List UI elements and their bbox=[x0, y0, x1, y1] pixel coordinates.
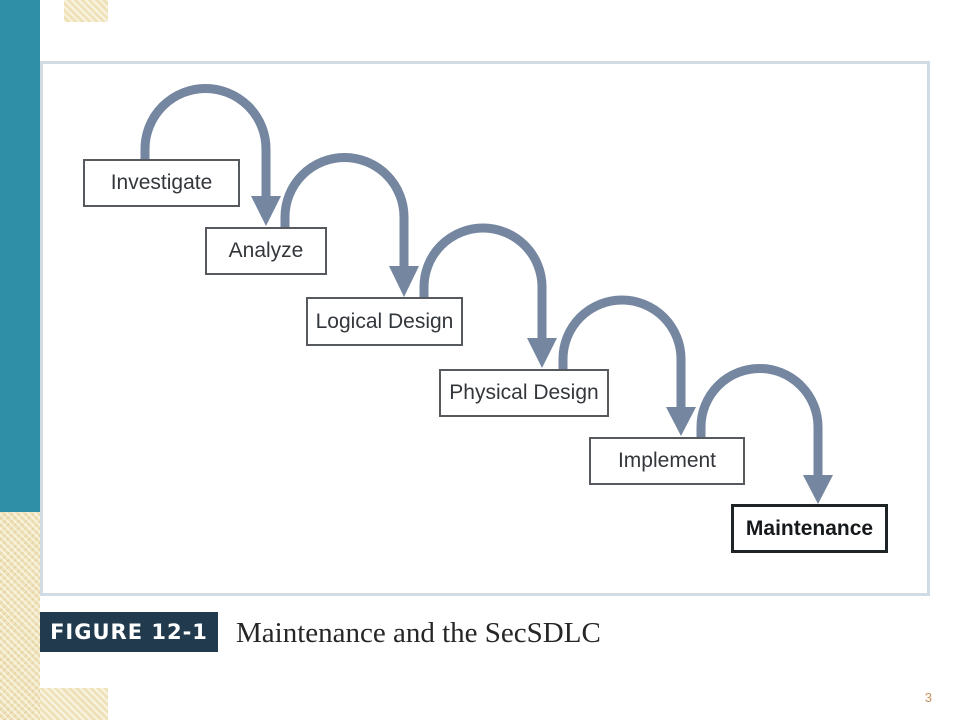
arrow-shaft bbox=[696, 364, 823, 477]
step-label: Physical Design bbox=[449, 381, 599, 404]
figure-number: FIGURE 12-1 bbox=[50, 620, 208, 644]
step-implement: Implement bbox=[589, 437, 745, 485]
step-label: Analyze bbox=[228, 239, 304, 262]
step-logical-design: Logical Design bbox=[306, 297, 463, 346]
arrow-analyze-to-logical-design bbox=[280, 153, 419, 297]
step-label: Investigate bbox=[110, 171, 213, 194]
arrow-head bbox=[251, 196, 281, 226]
step-physical-design: Physical Design bbox=[439, 369, 609, 417]
figure-number-tag: FIGURE 12-1 bbox=[40, 612, 218, 652]
bottom-texture bbox=[40, 688, 108, 720]
arrow-shaft bbox=[419, 223, 547, 340]
step-label: Maintenance bbox=[745, 516, 874, 540]
step-label: Implement bbox=[617, 449, 717, 472]
step-investigate: Investigate bbox=[83, 159, 240, 207]
step-label: Logical Design bbox=[315, 309, 454, 333]
arrow-logical-design-to-physical-design bbox=[419, 223, 557, 368]
arrow-investigate-to-analyze bbox=[140, 84, 281, 226]
arrow-shaft bbox=[140, 84, 271, 198]
arrow-head bbox=[527, 338, 557, 368]
arrow-head bbox=[803, 475, 833, 504]
figure-caption: Maintenance and the SecSDLC bbox=[236, 617, 601, 649]
arrow-physical-design-to-implement bbox=[558, 295, 696, 436]
arrow-head bbox=[666, 407, 696, 436]
top-texture bbox=[64, 0, 108, 22]
arrow-shaft bbox=[558, 295, 686, 409]
side-band bbox=[0, 0, 40, 512]
arrow-head bbox=[389, 266, 419, 297]
side-texture bbox=[0, 512, 40, 720]
arrow-shaft bbox=[280, 153, 409, 268]
step-maintenance: Maintenance bbox=[731, 504, 888, 553]
arrow-implement-to-maintenance bbox=[696, 364, 833, 504]
page-number: 3 bbox=[924, 690, 932, 705]
step-analyze: Analyze bbox=[205, 227, 327, 275]
